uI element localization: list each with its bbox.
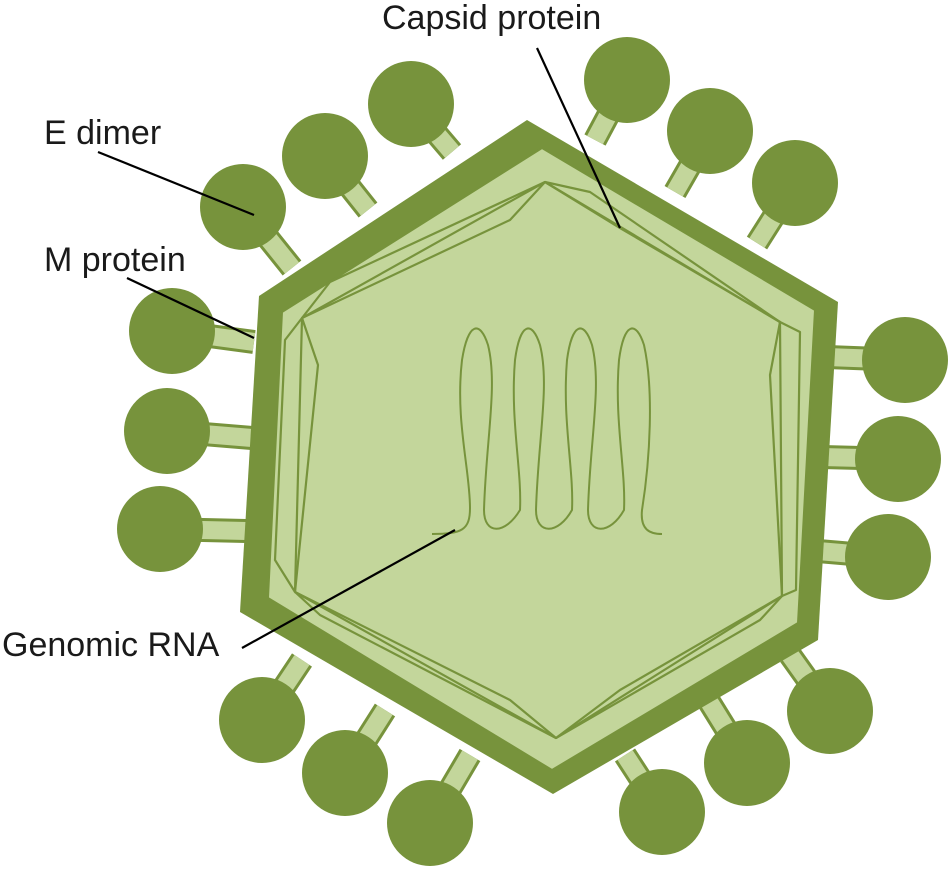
capsid-facet [544, 180, 781, 323]
e-dimer-head [200, 164, 286, 250]
e-dimer-head [787, 668, 873, 754]
e-dimer-head [855, 416, 941, 502]
e-dimer-head [124, 388, 210, 474]
capsid-facet [294, 591, 557, 739]
capsid-facet [301, 181, 546, 319]
leader-m-protein [126, 277, 255, 339]
e-dimer-head [219, 677, 305, 763]
leader-e-dimer [97, 150, 255, 217]
e-dimer-head [845, 514, 931, 600]
capsid-facet [779, 321, 802, 598]
e-dimer-head [862, 317, 948, 403]
e-dimer-head [704, 720, 790, 806]
m-protein-label: M protein [44, 241, 186, 279]
e-dimer-head [129, 288, 215, 374]
capsid-facet [294, 591, 557, 739]
e-dimer-label: E dimer [44, 114, 162, 152]
e-dimer-head [584, 37, 670, 123]
e-dimer-head [667, 88, 753, 174]
capsid-facet [273, 317, 303, 593]
e-dimer-head [619, 769, 705, 855]
e-dimer-head [117, 486, 203, 572]
leader-genomic-rna [241, 529, 456, 649]
capsid-facet [768, 321, 784, 597]
capsid-facet [555, 595, 783, 739]
capsid-facet [293, 317, 320, 593]
e-dimer-head [282, 113, 368, 199]
e-dimer-head [752, 140, 838, 226]
capsid-facets [273, 180, 802, 740]
e-dimer-head [387, 780, 473, 866]
capsid-facet [555, 595, 783, 739]
genomic-rna-coil [431, 327, 663, 535]
leader-lines [97, 47, 621, 649]
leader-capsid [536, 47, 621, 229]
e-dimer-head [302, 730, 388, 816]
capsid-body [266, 146, 817, 772]
capsid-facet [301, 181, 546, 319]
genomic-rna-label: Genomic RNA [2, 626, 220, 664]
e-dimer-head [368, 61, 454, 147]
capsid-protein-label: Capsid protein [382, 0, 602, 37]
